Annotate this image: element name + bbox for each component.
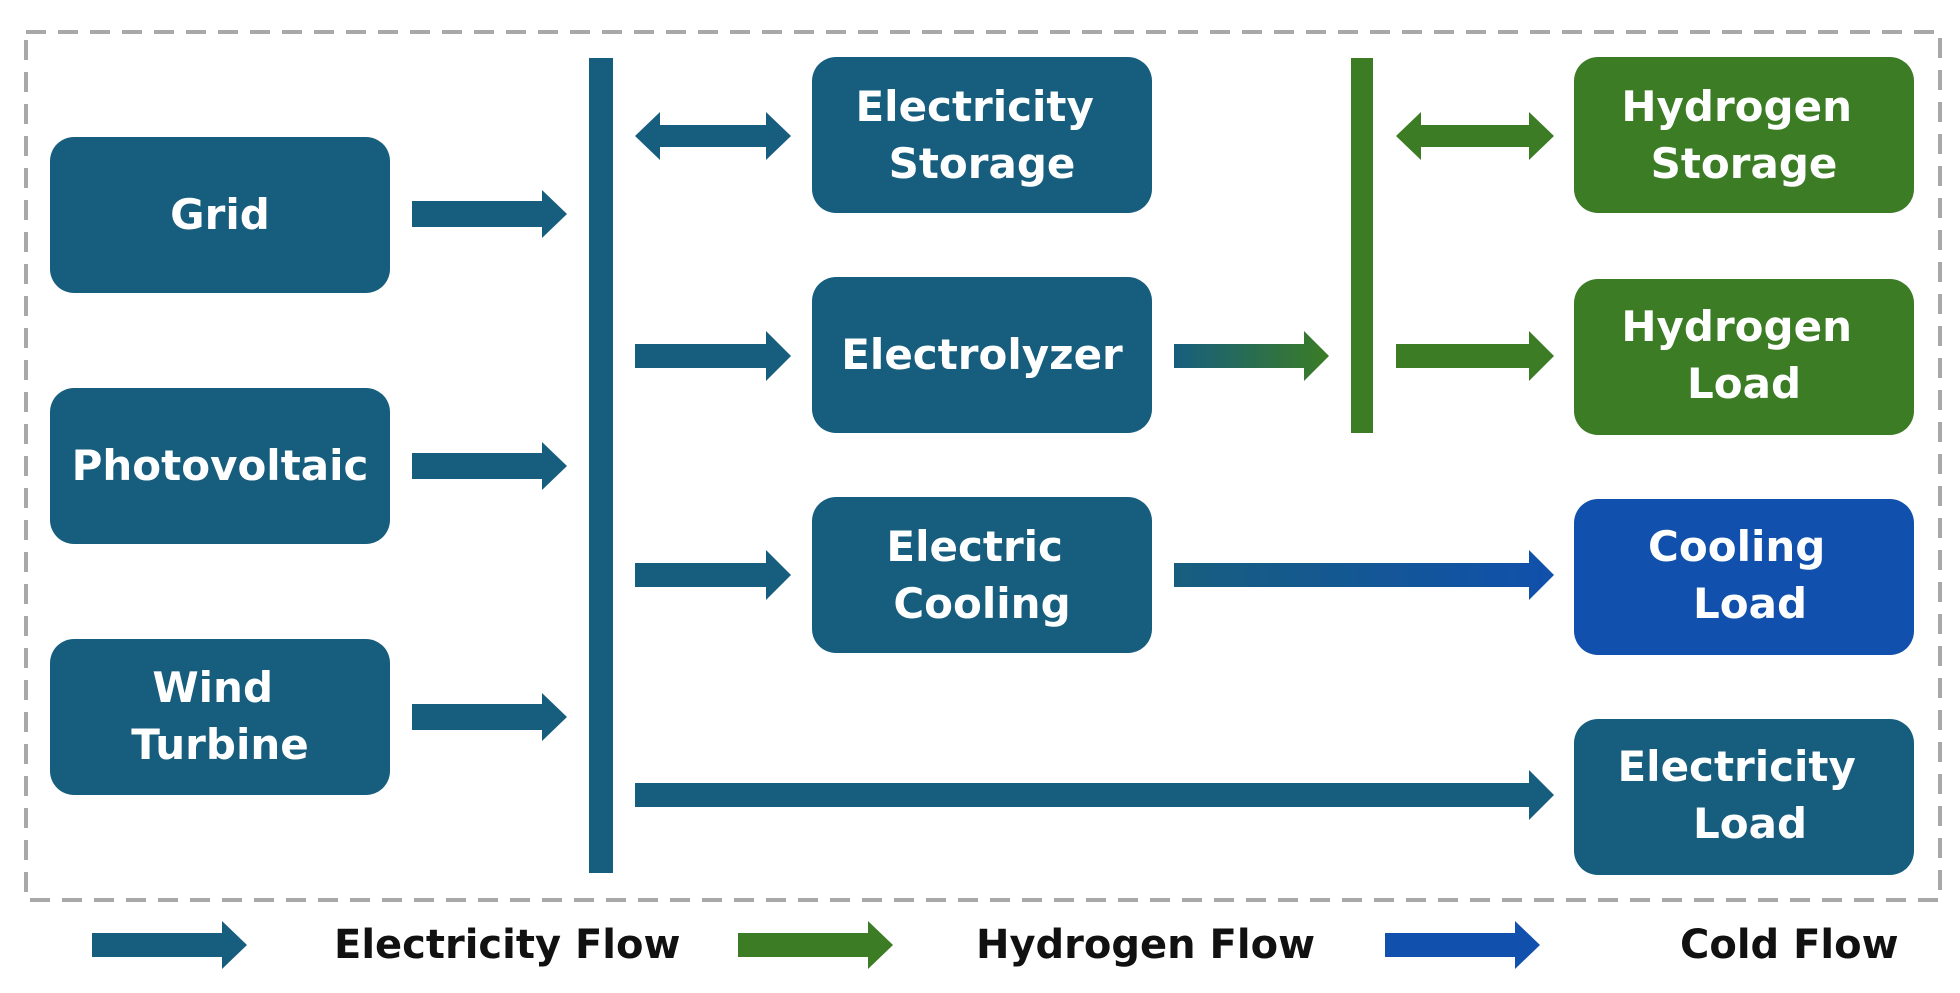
arrow-electric-cooling-to-cooling-load bbox=[1174, 550, 1554, 600]
node-hydrogen-storage-label: Hydrogen Storage bbox=[1621, 82, 1866, 188]
legend-hydrogen-label: Hydrogen Flow bbox=[976, 922, 1315, 968]
node-electric-cooling: Electric Cooling bbox=[812, 497, 1152, 653]
arrow-wind-turbine-to-bus bbox=[412, 693, 567, 741]
arrow-photovoltaic-to-bus bbox=[412, 442, 567, 490]
node-hydrogen-load-label: Hydrogen Load bbox=[1621, 302, 1866, 408]
node-electricity-storage: Electricity Storage bbox=[812, 57, 1152, 213]
node-cooling-load-label: Cooling Load bbox=[1648, 522, 1840, 628]
node-electricity-storage-label: Electricity Storage bbox=[855, 82, 1108, 188]
arrow-electrolyzer-to-hydrogen-bus bbox=[1174, 331, 1329, 381]
arrow-bus-to-electricity-load bbox=[635, 770, 1554, 820]
node-electricity-load-label: Electricity Load bbox=[1617, 742, 1870, 848]
node-electric-cooling-label: Electric Cooling bbox=[886, 522, 1077, 628]
arrow-bus-to-electric-cooling bbox=[635, 550, 791, 600]
arrow-hydrogen-bus-storage-bidirectional bbox=[1396, 112, 1554, 160]
arrow-grid-to-bus bbox=[412, 190, 567, 238]
node-electricity-load: Electricity Load bbox=[1574, 719, 1914, 875]
node-electrolyzer-label: Electrolyzer bbox=[841, 330, 1123, 379]
node-photovoltaic: Photovoltaic bbox=[50, 388, 390, 544]
node-grid-label: Grid bbox=[170, 190, 270, 239]
hydrogen-bus bbox=[1351, 58, 1373, 433]
legend-electricity-label: Electricity Flow bbox=[334, 922, 680, 968]
node-photovoltaic-label: Photovoltaic bbox=[72, 441, 369, 490]
legend: Electricity Flow Hydrogen Flow Cold Flow bbox=[92, 921, 1899, 969]
node-cooling-load: Cooling Load bbox=[1574, 499, 1914, 655]
node-electrolyzer: Electrolyzer bbox=[812, 277, 1152, 433]
node-hydrogen-load: Hydrogen Load bbox=[1574, 279, 1914, 435]
legend-electricity-arrow bbox=[92, 921, 247, 969]
arrow-bus-to-electrolyzer bbox=[635, 331, 791, 381]
node-wind-turbine-label: Wind Turbine bbox=[131, 663, 309, 769]
arrow-bus-electricity-storage-bidirectional bbox=[635, 112, 791, 160]
legend-cold-label: Cold Flow bbox=[1680, 922, 1899, 968]
node-grid: Grid bbox=[50, 137, 390, 293]
node-wind-turbine: Wind Turbine bbox=[50, 639, 390, 795]
legend-cold-arrow bbox=[1385, 921, 1540, 969]
system-boundary bbox=[24, 30, 1942, 902]
node-hydrogen-storage: Hydrogen Storage bbox=[1574, 57, 1914, 213]
electricity-bus bbox=[589, 58, 613, 873]
arrow-hydrogen-bus-to-hydrogen-load bbox=[1396, 331, 1554, 381]
legend-hydrogen-arrow bbox=[738, 921, 893, 969]
